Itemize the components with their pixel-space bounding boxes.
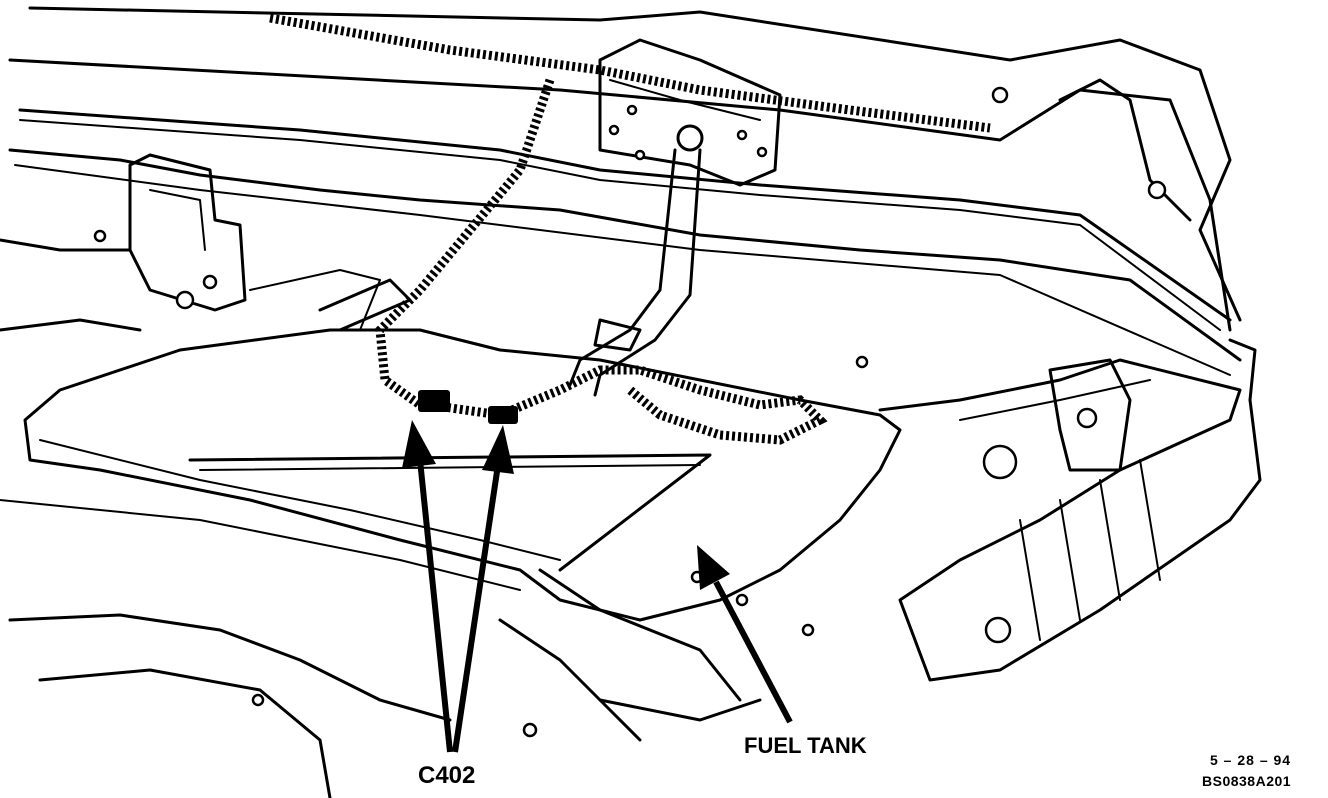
fuel-tank-label: FUEL TANK xyxy=(744,733,867,758)
rear-crossmember xyxy=(878,338,1262,682)
upper-mount-bracket xyxy=(598,38,782,187)
c402-connectors xyxy=(418,390,518,424)
wiring-harness xyxy=(269,13,991,445)
figure-id: BS0838A201 xyxy=(1202,773,1292,789)
fuel-tank-body xyxy=(23,269,902,702)
lower-body-panels xyxy=(0,499,762,798)
fuel-tank-arrow xyxy=(697,545,793,724)
left-frame-bracket xyxy=(0,153,247,332)
figure-date: 5 – 28 – 94 xyxy=(1210,752,1292,768)
c402-arrow-left xyxy=(402,420,453,753)
c402-arrow-right xyxy=(452,425,514,753)
upper-body-panel xyxy=(8,6,1242,376)
c402-label: C402 xyxy=(418,762,476,789)
fuel-filler-tube xyxy=(568,124,704,397)
